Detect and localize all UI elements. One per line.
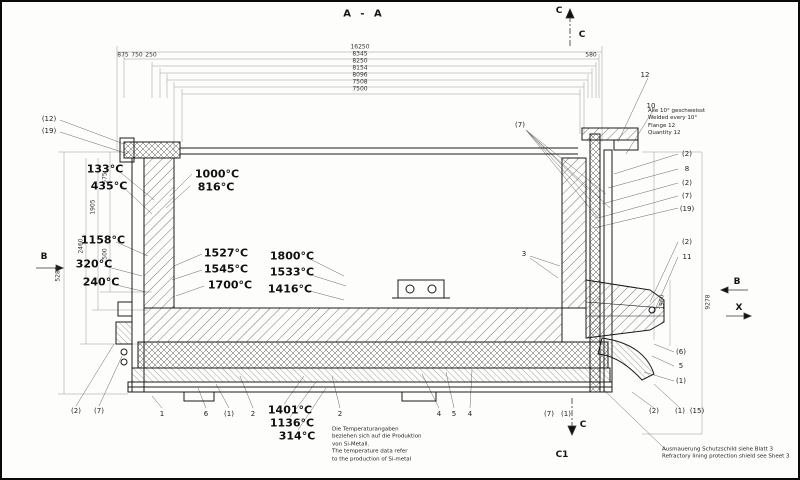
callout-4-b1: 4 [436,410,442,418]
section-b-left: B [40,252,48,262]
callout-8-right: 8 [684,165,690,173]
temp-1800: 1800°C [269,249,315,263]
temp-1533: 1533°C [269,265,315,279]
callout-12-right: 12 [640,71,650,79]
dim-row-7: 7500 [352,85,368,93]
callout-6-b: 6 [203,410,209,418]
callout-7-b1: (7) [94,407,104,415]
callout-10-right: 10 [646,102,656,110]
dim-row-3: 8250 [352,57,368,65]
callout-2-b3: 2 [337,410,343,418]
leader-lines [59,77,681,451]
callout-2-r2: (2) [682,179,692,187]
temp-1416: 1416°C [267,282,313,296]
temp-1700: 1700°C [207,278,253,292]
vessel-outline [115,127,665,402]
callout-19-right: (19) [679,205,695,213]
callout-5-b: 5 [451,410,457,418]
callout-7-b2: (7) [544,410,554,418]
temp-1545: 1545°C [203,262,249,276]
callout-2-r3: (2) [682,238,692,246]
temp-314: 314°C [278,429,316,443]
callout-15-br: (15) [689,407,705,415]
section-c1-bottom-letter: C1 [555,450,569,460]
dim-row-2: 8345 [352,50,368,58]
temp-1527: 1527°C [203,246,249,260]
section-c-top-letter: C [555,6,563,16]
dim-overall: 16250 [350,43,370,51]
note-temperature: Die Temperaturangaben beziehen sich auf … [332,426,422,463]
callout-6-right: (6) [676,348,686,356]
section-c-bottom-letter: C [579,420,587,430]
callout-2-b2: 2 [250,410,256,418]
callout-12-left: (12) [41,115,57,123]
callout-2-r1: (2) [682,150,692,158]
callout-7-right: (7) [682,192,692,200]
dim-v-9278: 9278 [704,294,712,310]
callout-2-br: (2) [649,407,659,415]
dim-v-1960: 1960 [658,294,666,310]
callout-1-right: (1) [676,377,686,385]
dimension-lines [58,46,703,435]
dim-right-a: 580 [585,51,597,59]
dim-row-6: 7508 [352,78,368,86]
dim-v-1905: 1905 [89,199,97,215]
callout-5-right: 5 [678,362,684,370]
section-b-right: B [733,277,741,287]
callout-1-b: 1 [159,410,165,418]
temp-320: 320°C [75,257,113,271]
note-lining: Ausmauerung Schutzschild siehe Blatt 3 R… [662,446,790,460]
section-arrow-icon [36,8,753,436]
callout-1p-b: (1) [224,410,234,418]
dim-left-a: 875 [117,51,129,59]
callout-2-b1: (2) [71,407,81,415]
section-c-top-line-letter: C [578,30,586,40]
temp-435: 435°C [90,179,128,193]
temp-1136: 1136°C [269,416,315,430]
dim-v-5288: 5288 [54,266,62,282]
note-weld: Alle 10° geschweisst Welded every 10° Fl… [648,108,705,137]
drawing-title: A - A [343,8,385,20]
temp-240: 240°C [82,275,120,289]
callout-19-left: (19) [41,127,57,135]
temp-1158: 1158°C [80,233,126,247]
dim-left-c: 250 [145,51,157,59]
callout-4-b2: 4 [467,410,473,418]
dim-left-b: 750 [131,51,143,59]
callout-11-right: 11 [682,253,692,261]
temp-133: 133°C [86,162,124,176]
temp-1401: 1401°C [267,403,313,417]
callout-1-b2: (1) [561,410,571,418]
dim-row-4: 8154 [352,64,368,72]
temp-1000: 1000°C [194,167,240,181]
callout-1-br: (1) [675,407,685,415]
callout-3-mid: 3 [521,250,527,258]
dim-row-5: 8096 [352,71,368,79]
callout-7-top: (7) [515,121,525,129]
temp-816: 816°C [197,180,235,194]
axis-x-label: X [735,303,743,313]
